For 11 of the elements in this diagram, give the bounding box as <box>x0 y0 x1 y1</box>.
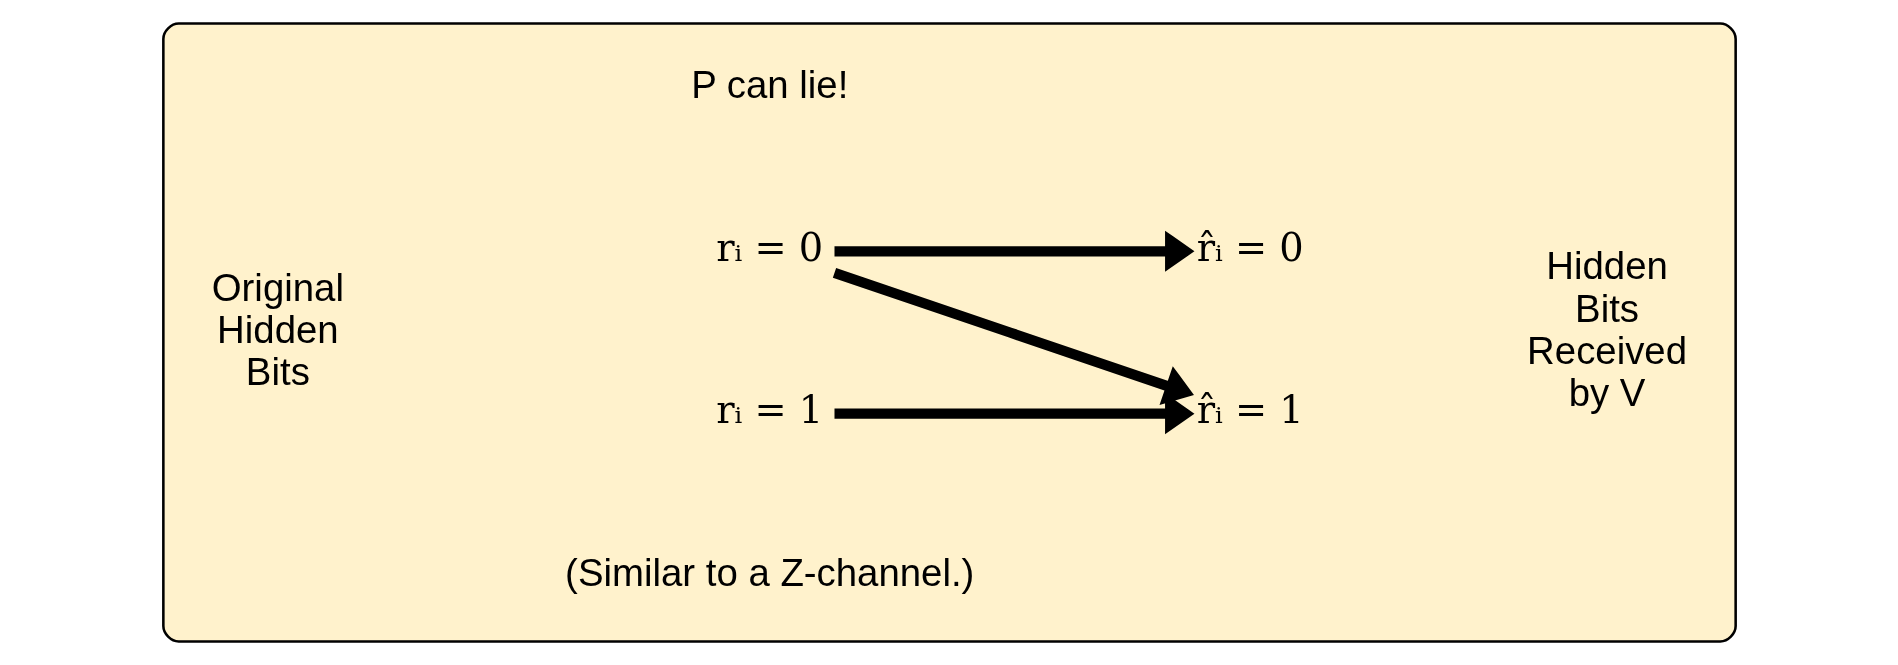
node-text: r̂ᵢ = 0 <box>1196 224 1304 270</box>
label: P can lie! <box>690 63 848 107</box>
cluster <box>161 22 1737 643</box>
arrow <box>834 230 1194 272</box>
node-text: rᵢ = 0 <box>715 224 823 270</box>
label: Original Hidden Bits <box>211 265 344 393</box>
node-text: rᵢ = 1 <box>715 387 823 433</box>
arrow <box>832 268 1194 406</box>
label: Hidden Bits Received by V <box>1526 244 1687 415</box>
label: (Similar to a Z-channel.) <box>564 550 974 594</box>
node-text: r̂ᵢ = 1 <box>1196 387 1304 433</box>
